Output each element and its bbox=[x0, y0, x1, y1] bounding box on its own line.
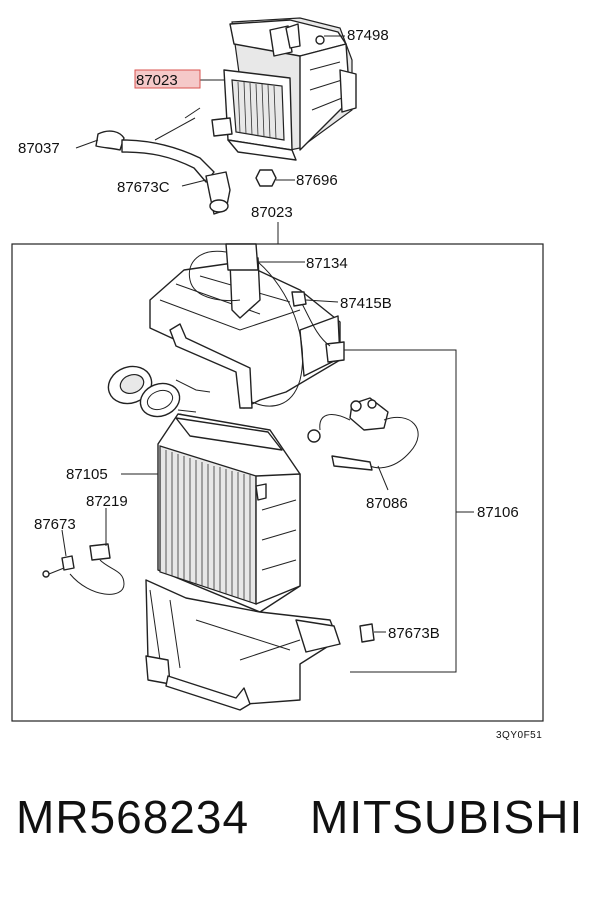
parts-diagram: 87498 87023 87037 87696 87673C 87023 bbox=[11, 17, 544, 741]
expansion-valve bbox=[307, 397, 419, 471]
brand-name: MITSUBISHI bbox=[310, 791, 584, 843]
callout-87106: 87106 bbox=[477, 504, 519, 521]
lower-case bbox=[145, 579, 375, 711]
callout-87673C: 87673C bbox=[117, 179, 170, 196]
highlight-box bbox=[134, 69, 201, 89]
exploded-view-frame bbox=[11, 243, 544, 722]
part-number: MR568234 bbox=[16, 791, 250, 843]
callout-87023-highlighted: 87023 bbox=[136, 72, 178, 89]
callout-87498: 87498 bbox=[347, 27, 389, 44]
callout-87219: 87219 bbox=[86, 493, 128, 510]
box-leader-lines bbox=[61, 261, 474, 673]
callout-87673B: 87673B bbox=[388, 625, 440, 642]
seal-rings bbox=[107, 365, 211, 419]
top-leader-lines bbox=[75, 35, 345, 244]
callout-87023-box: 87023 bbox=[251, 204, 293, 221]
evaporator-core bbox=[157, 413, 301, 613]
callout-87037: 87037 bbox=[18, 140, 60, 157]
product-footer: MR568234 MITSUBISHI bbox=[0, 790, 600, 880]
callout-87696: 87696 bbox=[296, 172, 338, 189]
callout-87105: 87105 bbox=[66, 466, 108, 483]
callout-87673: 87673 bbox=[34, 516, 76, 533]
callout-87415B: 87415B bbox=[340, 295, 392, 312]
callout-87134: 87134 bbox=[306, 255, 348, 272]
cooling-unit-assembly bbox=[95, 17, 357, 215]
resistor-and-harness bbox=[42, 543, 125, 595]
upper-case bbox=[149, 243, 345, 409]
diagram-code: 3QY0F51 bbox=[496, 730, 542, 741]
callout-87086: 87086 bbox=[366, 495, 408, 512]
